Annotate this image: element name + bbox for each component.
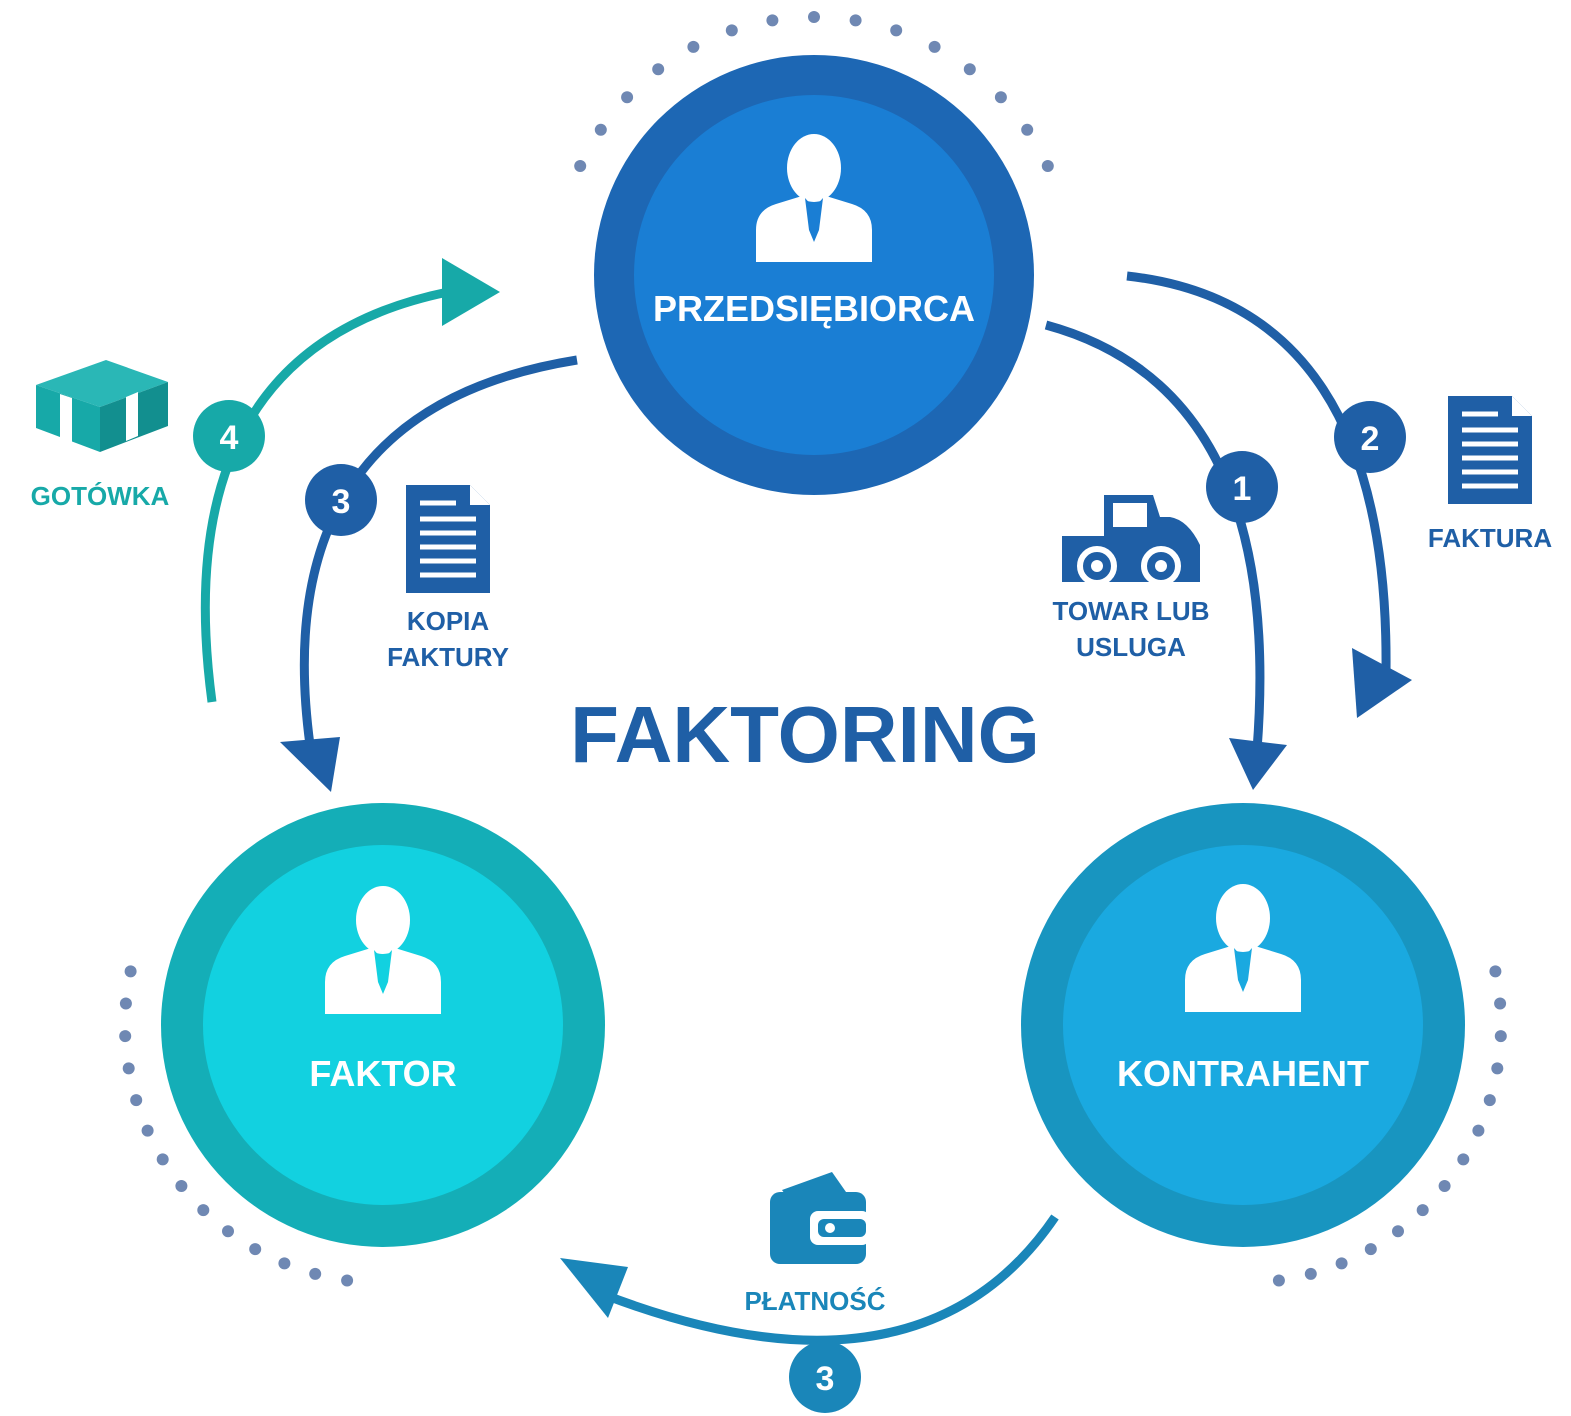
- decorative-dot: [278, 1257, 291, 1270]
- decorative-dot: [130, 1094, 143, 1107]
- decorative-dot: [197, 1204, 210, 1217]
- decorative-dot: [122, 1062, 135, 1075]
- invoice-copy-document-icon: [406, 485, 490, 593]
- decorative-dot: [766, 14, 779, 27]
- decorative-dot: [1494, 1030, 1507, 1043]
- decorative-dot: [309, 1267, 322, 1280]
- decorative-dot: [1041, 160, 1054, 172]
- step-label: GOTÓWKA: [31, 481, 170, 511]
- decorative-dot: [1335, 1257, 1348, 1270]
- decorative-dot: [1472, 1124, 1485, 1137]
- decorative-dot: [621, 91, 634, 104]
- step-badge: [789, 1341, 861, 1413]
- step-faktura: 2 FAKTURA: [1334, 396, 1552, 553]
- decorative-dot: [156, 1153, 169, 1166]
- decorative-dot: [963, 63, 976, 76]
- decorative-dot: [1494, 997, 1507, 1010]
- node-przedsiebiorca: PRZEDSIĘBIORCA: [594, 55, 1034, 495]
- decorative-dot: [1304, 1267, 1317, 1280]
- decorative-dot: [725, 24, 738, 37]
- decorative-dot: [928, 40, 941, 53]
- step-label-line-2: USLUGA: [1076, 632, 1186, 662]
- arrow-platnosc: [560, 1214, 1059, 1345]
- decorative-dot: [119, 997, 132, 1010]
- decorative-dot: [1438, 1180, 1451, 1192]
- decorative-dot: [1392, 1225, 1404, 1238]
- step-badge: [1206, 451, 1278, 523]
- step-badge: [1334, 401, 1406, 473]
- step-label-line-1: KOPIA: [407, 606, 490, 636]
- decorative-dot: [849, 14, 862, 27]
- decorative-dot: [119, 1030, 132, 1043]
- step-label-line-1: TOWAR LUB: [1053, 596, 1210, 626]
- invoice-document-icon: [1448, 396, 1532, 504]
- truck-icon: [1062, 495, 1200, 586]
- step-gotowka: 4 GOTÓWKA: [31, 360, 265, 511]
- step-badge: [305, 464, 377, 536]
- node-label-przedsiebiorca: PRZEDSIĘBIORCA: [653, 288, 975, 329]
- decorative-dot: [994, 91, 1007, 104]
- decorative-dot: [124, 965, 137, 978]
- step-platnosc: 3 PŁATNOŚĆ: [744, 1172, 886, 1413]
- node-kontrahent: KONTRAHENT: [1021, 803, 1465, 1247]
- decorative-dot: [1272, 1274, 1285, 1287]
- step-number: 3: [816, 1360, 835, 1398]
- decorative-dot: [652, 63, 665, 76]
- step-label: FAKTURA: [1428, 523, 1552, 553]
- decorative-dot: [574, 160, 587, 172]
- node-faktor: FAKTOR: [161, 803, 605, 1247]
- decorative-dot: [808, 11, 820, 23]
- decorative-dotted-arcs: [119, 11, 1507, 1287]
- diagram-title: FAKTORING: [570, 690, 1040, 779]
- node-label-faktor: FAKTOR: [309, 1053, 456, 1094]
- decorative-dot: [341, 1274, 354, 1287]
- decorative-dot: [1491, 1062, 1504, 1075]
- arrow-faktura: [1126, 271, 1412, 718]
- decorative-dot: [249, 1243, 262, 1256]
- decorative-dot: [594, 123, 607, 136]
- step-badge: [193, 400, 265, 472]
- node-label-kontrahent: KONTRAHENT: [1117, 1053, 1369, 1094]
- decorative-dot: [1021, 123, 1034, 136]
- decorative-dot: [1457, 1153, 1470, 1166]
- decorative-dot: [141, 1124, 154, 1137]
- step-kopia-faktury: 3 KOPIA FAKTURY: [305, 464, 509, 672]
- decorative-dot: [890, 24, 903, 37]
- step-towar-lub-usluga: 1 TOWAR LUB USLUGA: [1053, 451, 1278, 662]
- step-number: 3: [332, 483, 351, 521]
- step-label: PŁATNOŚĆ: [744, 1286, 885, 1316]
- wallet-icon: [770, 1172, 870, 1264]
- decorative-dot: [1416, 1204, 1429, 1217]
- decorative-dot: [1489, 965, 1502, 978]
- step-number: 2: [1361, 420, 1380, 458]
- decorative-dot: [687, 40, 700, 53]
- step-number: 1: [1233, 470, 1252, 508]
- decorative-dot: [222, 1225, 234, 1238]
- step-number: 4: [220, 419, 239, 457]
- decorative-dot: [1364, 1243, 1377, 1256]
- decorative-dot: [175, 1180, 188, 1192]
- cash-bundle-icon: [36, 360, 168, 452]
- step-label-line-2: FAKTURY: [387, 642, 509, 672]
- decorative-dot: [1483, 1094, 1496, 1107]
